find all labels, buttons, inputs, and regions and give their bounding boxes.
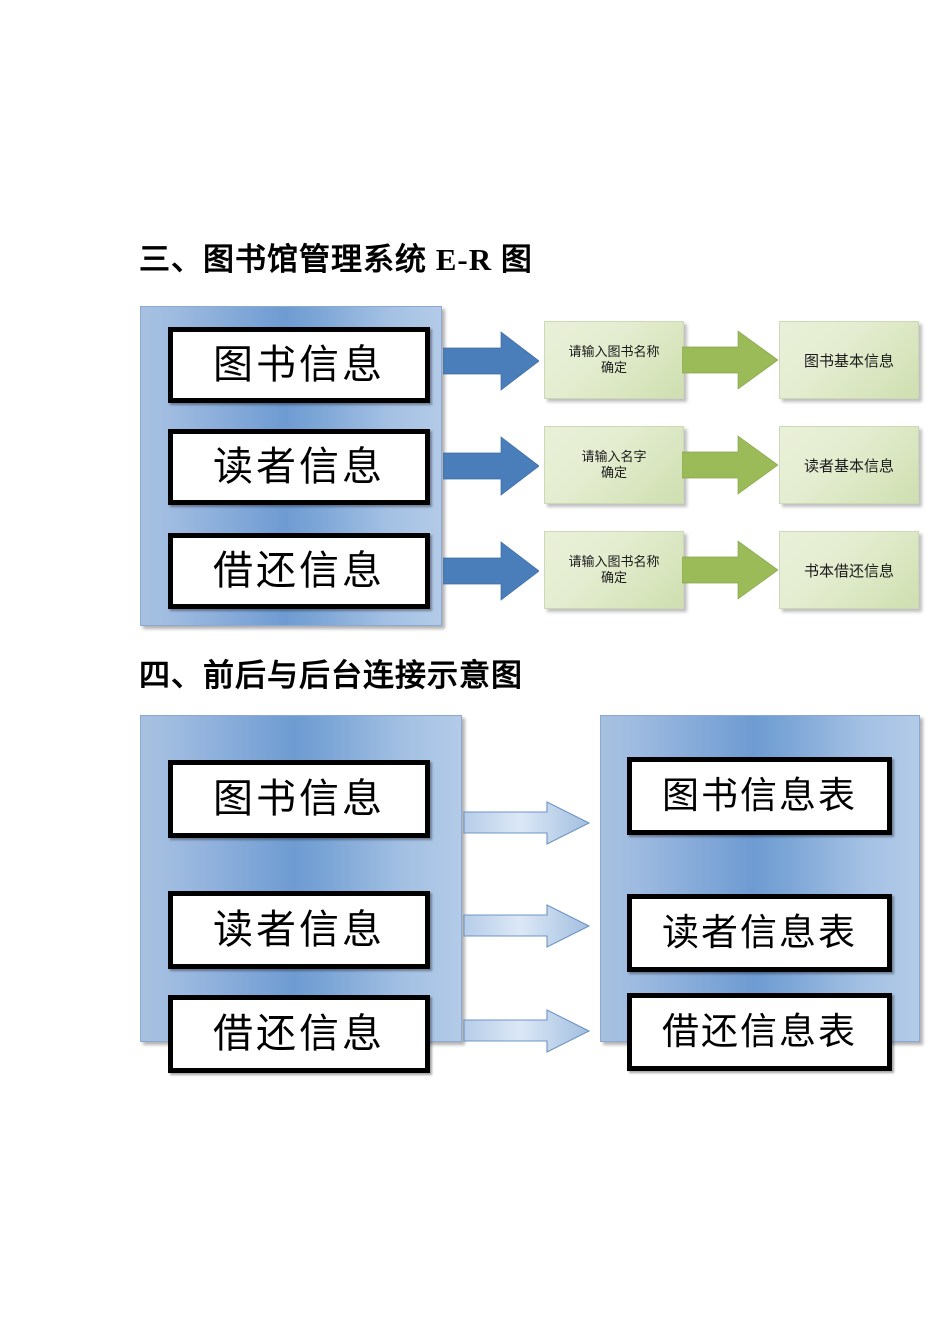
link-backend-box-borrow-table[interactable]: 借还信息表 bbox=[627, 993, 892, 1071]
blue-arrow-right-icon-2 bbox=[443, 435, 539, 497]
link-frontend-label-readers: 读者信息 bbox=[213, 907, 385, 952]
link-backend-label-borrow-table: 借还信息表 bbox=[662, 1011, 857, 1053]
er-module-box-readers[interactable]: 读者信息 bbox=[168, 429, 430, 505]
link-frontend-label-borrow: 借还信息 bbox=[213, 1011, 385, 1056]
link-frontend-label-books: 图书信息 bbox=[213, 776, 385, 821]
er-module-box-books[interactable]: 图书信息 bbox=[168, 327, 430, 403]
link-frontend-box-borrow[interactable]: 借还信息 bbox=[168, 995, 430, 1073]
blue-arrow-right-icon-1 bbox=[443, 330, 539, 392]
link-arrow-right-icon-3 bbox=[463, 1008, 591, 1054]
green-arrow-right-icon-3 bbox=[682, 539, 778, 601]
er-input-box-book-name[interactable]: 请输入图书名称 确定 bbox=[544, 321, 684, 399]
er-output-box-book-info[interactable]: 图书基本信息 bbox=[779, 321, 919, 399]
green-arrow-right-icon-1 bbox=[682, 329, 778, 391]
er-output-label-2: 读者基本信息 bbox=[803, 458, 894, 475]
er-module-label-readers: 读者信息 bbox=[213, 444, 385, 489]
er-input-prompt-3: 请输入图书名称 bbox=[568, 553, 660, 569]
er-module-label-borrow: 借还信息 bbox=[213, 548, 385, 593]
er-output-box-borrow-info[interactable]: 书本借还信息 bbox=[779, 531, 919, 609]
er-input-prompt-2: 请输入名字 bbox=[581, 448, 647, 464]
er-input-action-2: 确定 bbox=[600, 465, 627, 480]
er-input-action-1: 确定 bbox=[600, 360, 627, 375]
link-arrow-right-icon-1 bbox=[463, 800, 591, 846]
er-input-action-3: 确定 bbox=[600, 570, 627, 585]
link-backend-box-readers-table[interactable]: 读者信息表 bbox=[627, 894, 892, 972]
link-arrow-right-icon-2 bbox=[463, 903, 591, 949]
er-output-label-1: 图书基本信息 bbox=[803, 353, 894, 370]
er-module-label-books: 图书信息 bbox=[213, 342, 385, 387]
link-backend-box-books-table[interactable]: 图书信息表 bbox=[627, 757, 892, 835]
er-input-box-reader-name[interactable]: 请输入名字 确定 bbox=[544, 426, 684, 504]
link-backend-label-books-table: 图书信息表 bbox=[662, 775, 857, 817]
er-input-box-borrow-book-name[interactable]: 请输入图书名称 确定 bbox=[544, 531, 684, 609]
link-frontend-box-books[interactable]: 图书信息 bbox=[168, 760, 430, 838]
page-title-link-diagram: 四、前后与后台连接示意图 bbox=[139, 658, 523, 693]
er-output-label-3: 书本借还信息 bbox=[803, 563, 894, 580]
green-arrow-right-icon-2 bbox=[682, 434, 778, 496]
er-module-box-borrow[interactable]: 借还信息 bbox=[168, 533, 430, 609]
er-output-box-reader-info[interactable]: 读者基本信息 bbox=[779, 426, 919, 504]
link-backend-label-readers-table: 读者信息表 bbox=[662, 912, 857, 954]
page-title-er-diagram: 三、图书馆管理系统 E-R 图 bbox=[139, 242, 533, 277]
link-frontend-box-readers[interactable]: 读者信息 bbox=[168, 891, 430, 969]
er-input-prompt-1: 请输入图书名称 bbox=[568, 343, 660, 359]
blue-arrow-right-icon-3 bbox=[443, 540, 539, 602]
